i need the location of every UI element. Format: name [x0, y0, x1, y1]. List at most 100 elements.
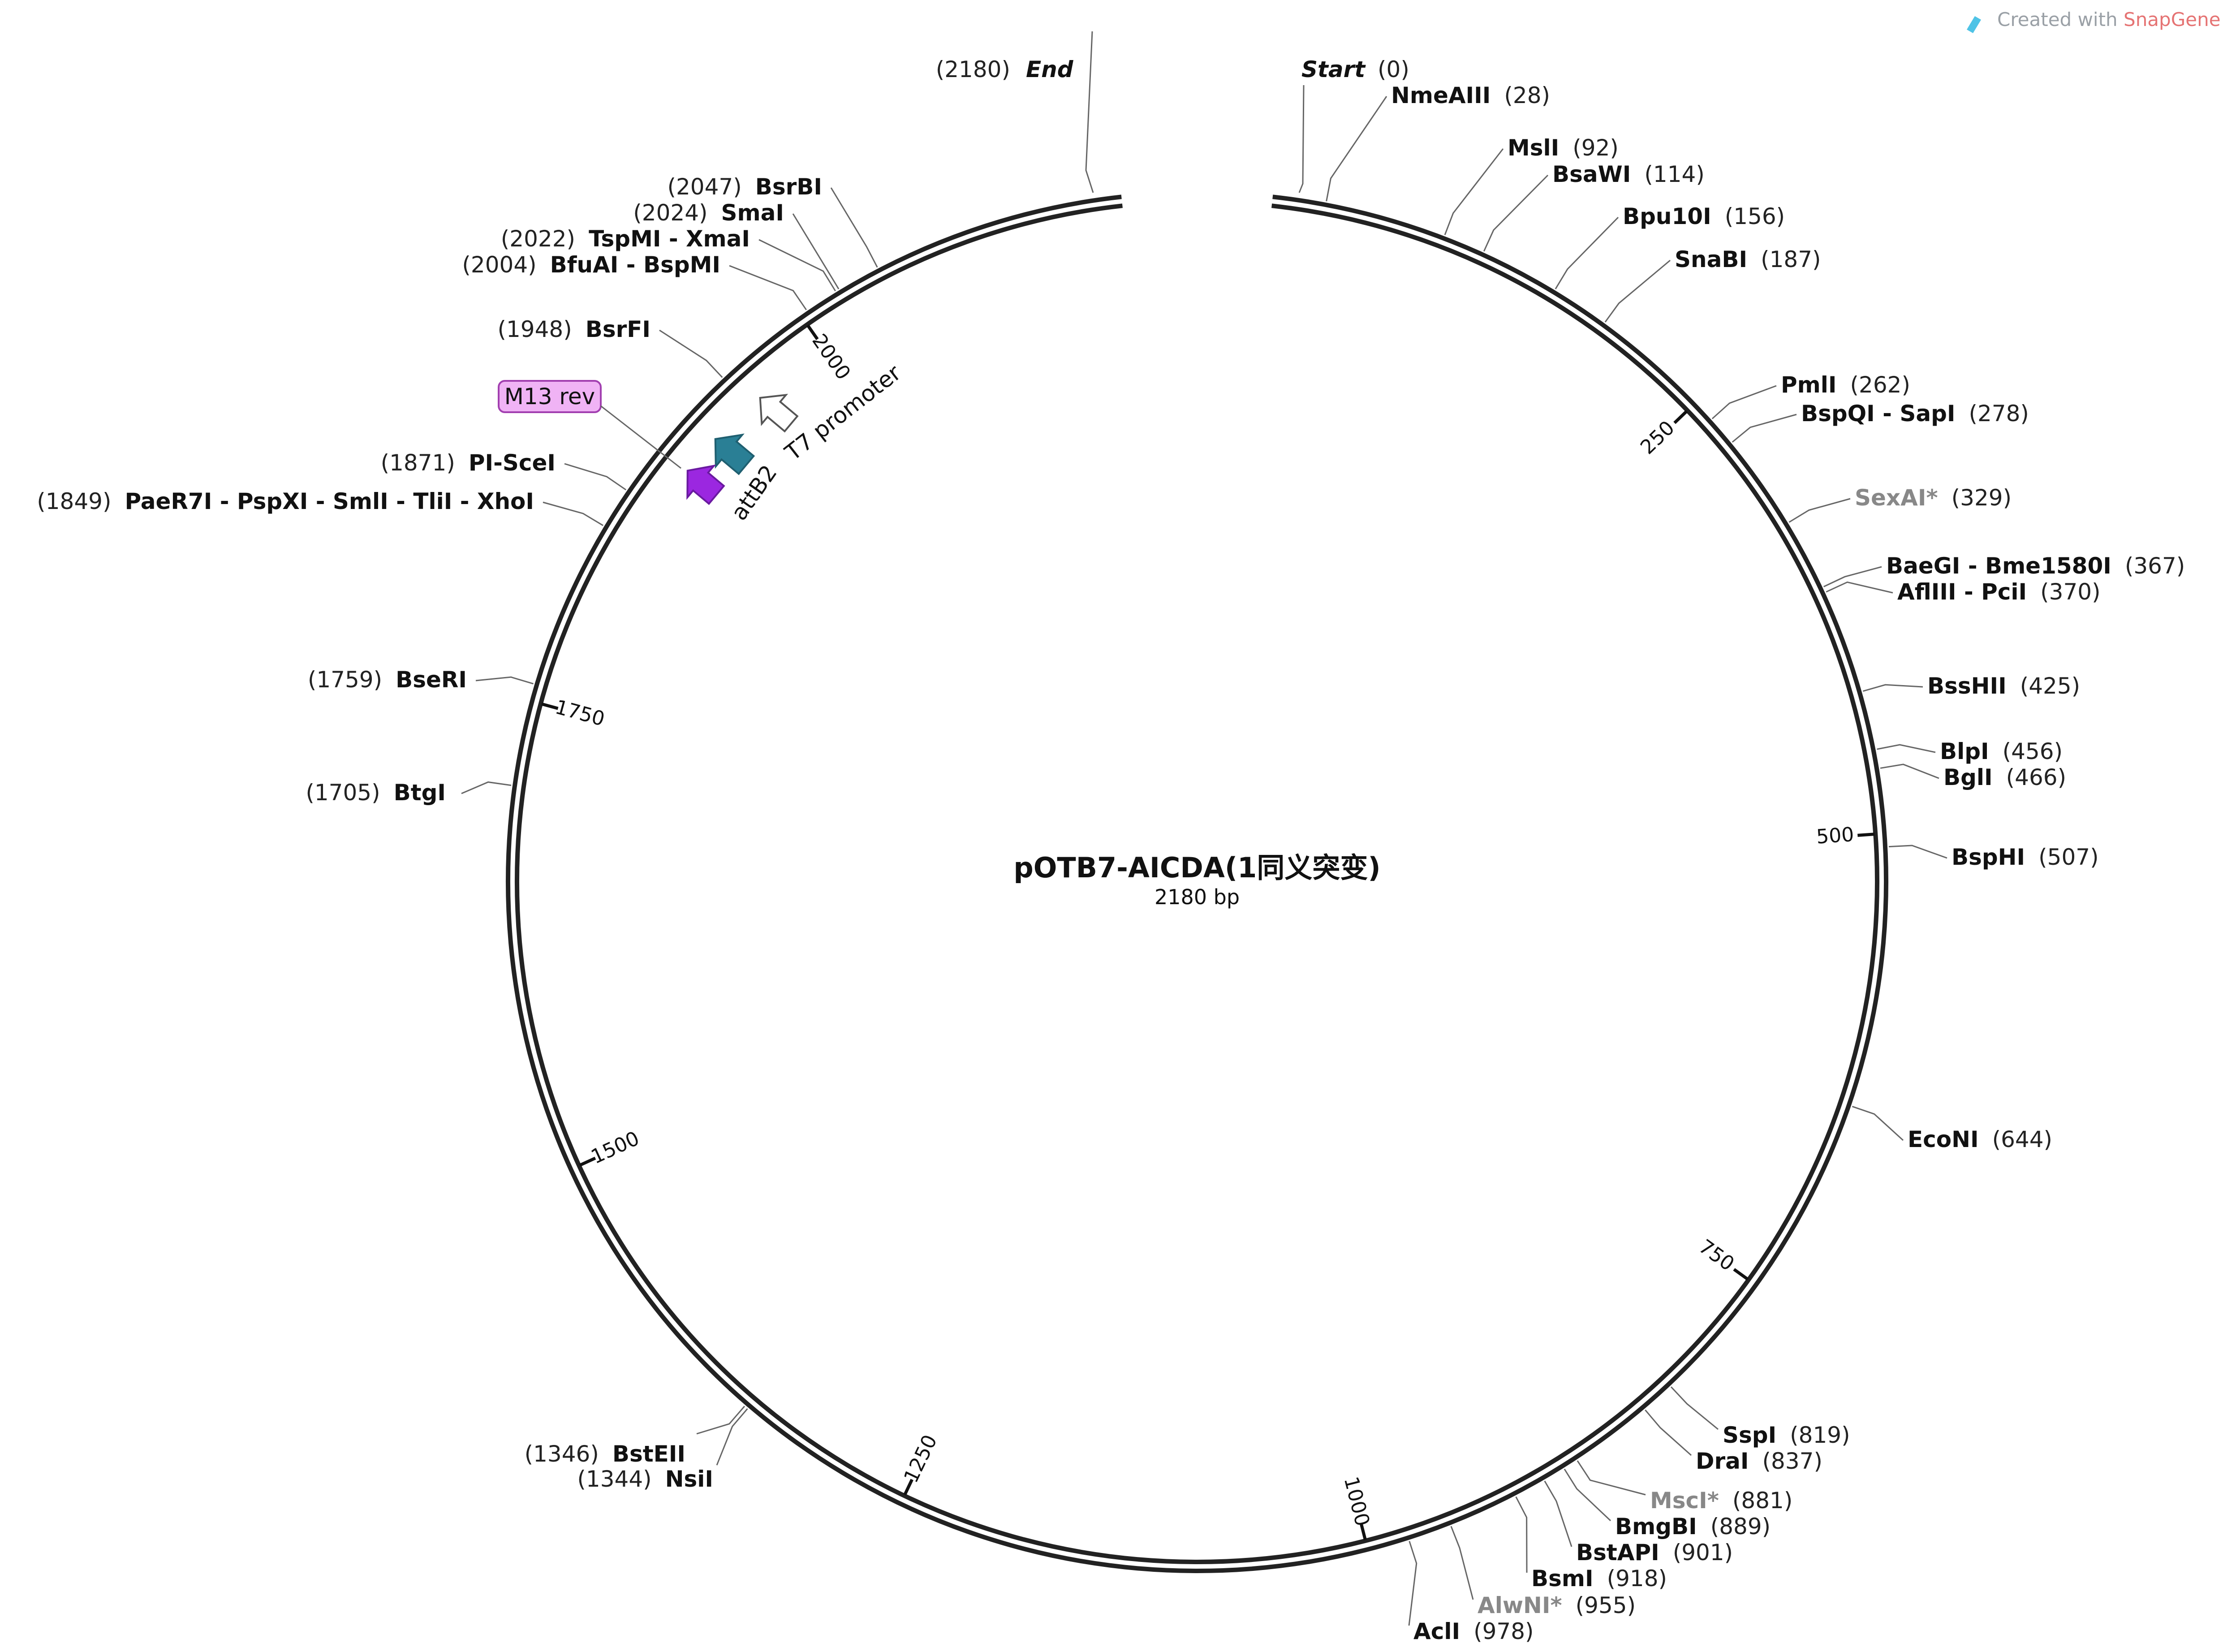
site-leader: [1444, 148, 1504, 235]
plasmid-name: pOTB7-AICDA(1同义突变): [1013, 851, 1380, 884]
backbone-outer-arc: [506, 194, 1888, 1573]
site-leader: [1880, 763, 1939, 779]
site-leader: [1450, 1526, 1474, 1600]
site-leader: [1544, 1480, 1572, 1547]
site-leader: [543, 501, 603, 526]
site-label: (1948)BsrFI: [497, 316, 651, 342]
tick-label: 1250: [900, 1431, 942, 1486]
teal-feature[interactable]: [702, 423, 759, 481]
site-leader: [1670, 1386, 1719, 1430]
tick-mark: [806, 324, 819, 341]
end-label: End: [1026, 56, 1074, 82]
t7-promoter-arrow-icon: [759, 393, 799, 433]
tick-mark: [1857, 832, 1875, 837]
start-pos: (0): [1378, 56, 1409, 82]
site-label: (1759)BseRI: [308, 667, 467, 693]
tick-label: 2000: [807, 330, 855, 384]
site-leader: [1877, 744, 1936, 753]
site-leader: [659, 329, 723, 378]
t7-promoter-feature[interactable]: [748, 384, 803, 438]
site-label: (1705)BtgI: [306, 780, 446, 806]
brand-prefix: Created with: [1997, 9, 2124, 30]
site-label: BmgBI(889): [1615, 1514, 1771, 1540]
brand-name: SnapGene: [2124, 9, 2221, 30]
leader-lines: [461, 96, 1947, 1626]
snapgene-logo-icon: [1967, 16, 1981, 33]
brand-suffix: ®: [2221, 9, 2223, 30]
features: T7 promoter attB2 M13 rev: [498, 359, 906, 525]
site-leader: [1483, 174, 1549, 252]
site-label: (2022)TspMI - XmaI: [501, 226, 750, 252]
snapgene-brand: Created with SnapGene®: [1967, 9, 2223, 33]
site-label: BssHII(425): [1927, 673, 2080, 699]
start-end-markers: (2180) End Start (0): [936, 31, 1409, 193]
site-label: MscI*(881): [1650, 1488, 1792, 1514]
site-label: SnaBI(187): [1675, 246, 1821, 272]
tick-mark: [1359, 1523, 1367, 1540]
site-leader: [716, 1408, 748, 1466]
site-leader: [1408, 1541, 1417, 1626]
site-label: BstAPI(901): [1576, 1540, 1733, 1566]
site-leader: [1645, 1409, 1692, 1456]
site-leader: [729, 265, 807, 311]
site-label: PmlI(262): [1781, 372, 1910, 398]
attb2-arrow-icon: [686, 464, 725, 505]
site-label: SexAI*(329): [1855, 485, 2012, 511]
site-leader: [1788, 498, 1851, 523]
end-leader: [1085, 31, 1094, 193]
site-label: AclI(978): [1413, 1618, 1534, 1644]
site-leader: [1326, 96, 1387, 202]
site-label: BspHI(507): [1952, 844, 2099, 870]
site-leader: [1564, 1468, 1611, 1522]
site-label: (1346)BstEII: [525, 1441, 685, 1467]
site-leader: [830, 187, 878, 268]
site-label: SspI(819): [1723, 1422, 1850, 1448]
site-leader: [461, 781, 512, 794]
site-leader: [475, 676, 534, 685]
site-leader: [1826, 581, 1893, 594]
site-label: DraI(837): [1696, 1448, 1822, 1474]
site-leader: [1852, 1106, 1904, 1141]
site-label: BlpI(456): [1940, 738, 2063, 764]
site-leader: [1732, 414, 1797, 443]
end-pos: (2180): [936, 56, 1010, 82]
tick-label: 500: [1816, 823, 1855, 849]
plasmid-size: 2180 bp: [1155, 885, 1240, 909]
site-leader: [1888, 845, 1947, 859]
m13-rev-primer-box[interactable]: [498, 380, 602, 413]
tick-mark: [541, 702, 559, 710]
site-leader: [1577, 1460, 1646, 1496]
m13-rev-leader: [600, 405, 681, 469]
site-label: (1344)NsiI: [577, 1466, 713, 1492]
backbone-inner-arc: [515, 203, 1879, 1564]
site-label: BsmI(918): [1531, 1566, 1667, 1592]
start-leader: [1298, 85, 1305, 193]
tick-label: 1750: [553, 695, 607, 731]
site-label: EcoNI(644): [1908, 1126, 2052, 1152]
site-label: (1849)PaeR7I - PspXI - SmlI - TliI - Xho…: [37, 488, 534, 514]
site-label: Bpu10I(156): [1623, 203, 1785, 229]
tick-mark: [903, 1479, 913, 1496]
site-label: (2024)SmaI: [633, 200, 784, 226]
tick-mark: [1733, 1268, 1749, 1281]
tick-label: 1500: [588, 1127, 643, 1169]
attb2-feature[interactable]: [674, 455, 729, 510]
site-label: (2004)BfuAI - BspMI: [462, 252, 720, 278]
site-leader: [758, 239, 836, 292]
site-label: BspQI - SapI(278): [1801, 401, 2029, 427]
site-label: AlwNI*(955): [1478, 1592, 1636, 1618]
site-leader: [1515, 1496, 1528, 1573]
site-labels: NmeAIII(28) MslI(92) BsaWI(114) Bpu10I(1…: [37, 82, 2185, 1644]
site-leader: [1555, 216, 1619, 289]
site-label: BglI(466): [1943, 764, 2066, 790]
tick-label: 1000: [1340, 1474, 1374, 1528]
tick-mark: [579, 1156, 596, 1167]
tick-label: 750: [1694, 1235, 1738, 1276]
site-label: MslI(92): [1508, 135, 1619, 161]
site-label: (1871)PI-SceI: [381, 450, 556, 476]
site-label: (2047)BsrBI: [667, 174, 822, 200]
site-leader: [1711, 385, 1777, 419]
site-label: BsaWI(114): [1552, 161, 1705, 187]
site-leader: [564, 463, 627, 491]
